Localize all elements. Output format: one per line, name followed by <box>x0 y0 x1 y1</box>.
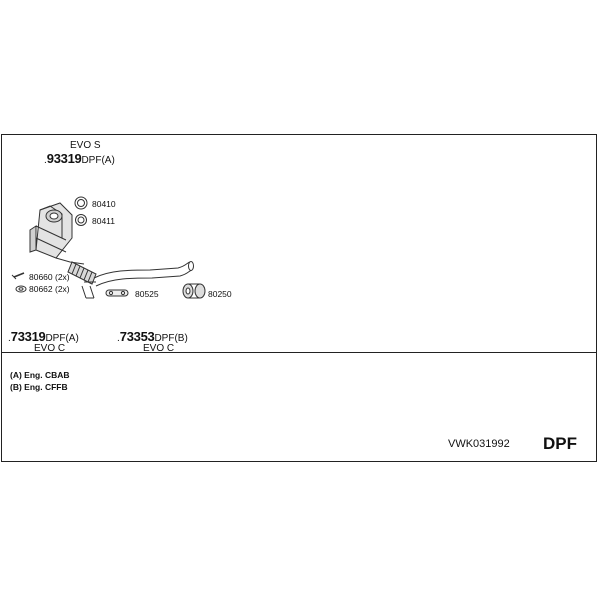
callout-clamp[interactable]: 80250 <box>208 289 232 299</box>
gasket-icon[interactable] <box>105 289 129 297</box>
flex-pipe[interactable] <box>67 261 97 285</box>
nut-icon[interactable] <box>15 285 27 293</box>
part-a-suffix: DPF(A) <box>45 333 79 344</box>
callout-bolt[interactable]: 80660 (2x) <box>29 272 70 282</box>
part-option-a[interactable]: .73319DPF(A) <box>8 330 79 344</box>
part-a-num: 73319 <box>10 329 46 344</box>
category-label: DPF <box>543 434 577 453</box>
main-part-number[interactable]: .93319DPF(A) <box>44 152 115 166</box>
part-option-b[interactable]: .73353DPF(B) <box>117 330 188 344</box>
clamp-icon[interactable] <box>182 283 206 299</box>
callout-ring-top[interactable]: 80410 <box>92 199 116 209</box>
main-part-suffix: DPF(A) <box>81 155 115 166</box>
part-b-prefix: . <box>117 333 120 344</box>
ring-top-icon[interactable] <box>74 196 88 210</box>
diagram-frame <box>1 134 597 462</box>
main-part-num: 93319 <box>46 151 82 166</box>
part-a-prefix: . <box>8 333 11 344</box>
ring-bottom-icon[interactable] <box>75 214 87 226</box>
mounting-bracket[interactable] <box>81 281 96 299</box>
main-part-variant: EVO S <box>70 140 101 151</box>
callout-nut[interactable]: 80662 (2x) <box>29 284 70 294</box>
part-b-num: 73353 <box>119 329 155 344</box>
callout-ring-bottom[interactable]: 80411 <box>92 216 116 226</box>
section-divider <box>1 352 597 353</box>
kit-code: VWK031992 <box>448 438 510 450</box>
main-part-prefix: . <box>44 155 47 166</box>
exhaust-pipe[interactable] <box>93 261 194 287</box>
part-a-variant: EVO C <box>34 343 66 354</box>
dpf-canister[interactable] <box>29 202 85 265</box>
engine-note-b: (B) Eng. CFFB <box>10 382 68 392</box>
part-b-suffix: DPF(B) <box>154 333 188 344</box>
part-b-variant: EVO C <box>143 343 175 354</box>
bolt-icon[interactable] <box>11 272 25 280</box>
engine-note-a: (A) Eng. CBAB <box>10 370 70 380</box>
callout-gasket[interactable]: 80525 <box>135 289 159 299</box>
